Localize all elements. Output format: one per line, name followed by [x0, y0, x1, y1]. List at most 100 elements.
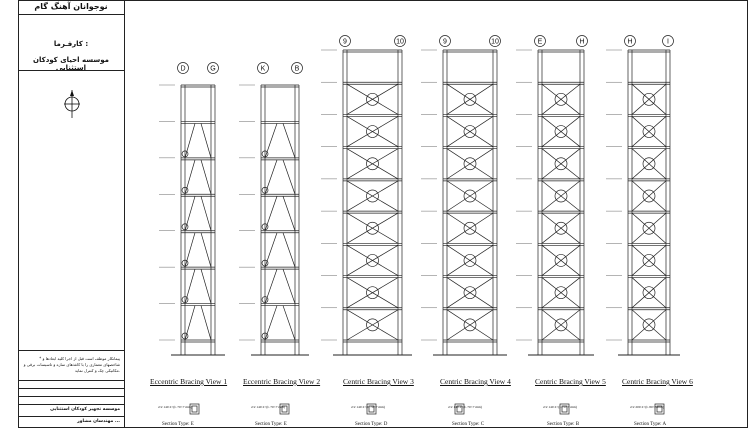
centric-brace	[346, 116, 399, 147]
axis-left-label: D	[180, 66, 185, 73]
centric-brace	[446, 116, 494, 147]
client-divider	[18, 70, 124, 71]
centric-brace	[346, 212, 399, 244]
eccentric-brace	[282, 269, 296, 304]
connection-detail	[181, 259, 189, 267]
axis-right-label: I	[667, 39, 669, 46]
section-box	[654, 403, 665, 415]
axis-left-label: 9	[443, 39, 447, 46]
eccentric-brace	[200, 196, 212, 231]
client-name: موسسه احیای کودکان استثنایی	[33, 56, 109, 72]
section-box-inner	[191, 405, 198, 413]
connection-detail	[261, 332, 269, 340]
centric-brace	[346, 309, 399, 341]
section-box-inner	[456, 405, 463, 413]
section-dimensions: 2/2 140 2×(L 70×7 mm)	[543, 405, 577, 409]
gusset-detail	[554, 157, 568, 171]
connection-detail	[261, 296, 269, 303]
centric-brace	[631, 148, 667, 180]
gusset-detail	[642, 189, 656, 203]
centric-brace	[541, 83, 581, 115]
gusset-detail	[554, 286, 568, 300]
section-box	[279, 403, 290, 415]
contractor-note: * پیمانکار موظف است قبل از اجرا کلیه ابع…	[23, 356, 120, 373]
centric-brace	[346, 180, 399, 212]
axis-left-bubble	[257, 62, 269, 74]
gusset-detail	[463, 318, 477, 332]
centric-brace	[631, 180, 667, 212]
axis-left-bubble	[624, 35, 636, 47]
connection-detail	[261, 223, 269, 231]
gusset-detail	[463, 221, 477, 235]
eccentric-brace	[282, 159, 296, 195]
centric-brace	[446, 277, 494, 309]
axis-left-bubble	[534, 35, 546, 47]
axis-right-bubble	[394, 35, 406, 47]
axis-right-bubble	[207, 62, 219, 74]
axis-right-bubble	[662, 35, 674, 47]
eccentric-brace	[184, 232, 196, 268]
axis-right-bubble	[489, 35, 501, 47]
view-caption: Eccentric Bracing View 2	[243, 377, 321, 386]
axis-left-bubble	[439, 35, 451, 47]
title-divider	[18, 14, 124, 15]
gusset-detail	[366, 221, 379, 235]
gusset-detail	[366, 318, 379, 332]
connection-detail	[181, 186, 189, 194]
gusset-detail	[463, 286, 477, 300]
gusset-detail	[642, 286, 656, 300]
eccentric-brace	[200, 159, 212, 195]
section-dimensions: 2/2 140 2×(L 70×7 mm)	[351, 405, 385, 409]
centric-brace	[346, 148, 399, 180]
project-title: نوجوانان آهنگ گام	[34, 2, 108, 11]
gusset-detail	[554, 125, 568, 138]
centric-brace	[446, 148, 494, 180]
table-divider-4	[18, 404, 124, 405]
section-box-inner	[368, 405, 375, 413]
connection-detail	[181, 150, 189, 158]
gusset-detail	[366, 189, 379, 203]
section-box-inner	[561, 405, 568, 413]
view-caption: Centric Bracing View 5	[535, 377, 606, 386]
centric-brace	[631, 83, 667, 115]
gusset-detail	[642, 157, 656, 171]
eccentric-brace	[184, 123, 196, 158]
eccentric-brace	[282, 123, 296, 158]
gusset-detail	[642, 92, 656, 106]
axis-left-label: E	[538, 39, 543, 46]
section-box-inner	[656, 405, 663, 413]
eccentric-brace	[264, 123, 278, 158]
axis-left-bubble	[177, 62, 189, 74]
eccentric-brace	[282, 196, 296, 231]
sheet-border	[18, 0, 748, 428]
section-type-label: Section Type: B	[547, 422, 580, 427]
eccentric-brace	[200, 123, 212, 158]
axis-right-bubble	[576, 35, 588, 47]
section-box-inner	[281, 405, 288, 413]
centric-brace	[446, 83, 494, 115]
gusset-detail	[463, 254, 477, 267]
gusset-detail	[463, 157, 477, 171]
axis-right-label: 10	[396, 39, 404, 46]
centric-brace	[346, 245, 399, 276]
centric-brace	[631, 245, 667, 276]
connection-detail	[181, 296, 189, 303]
eccentric-brace	[184, 269, 196, 304]
centric-brace	[541, 116, 581, 147]
section-box	[189, 403, 200, 415]
section-type-label: Section Type: C	[452, 422, 485, 427]
eccentric-brace	[200, 232, 212, 268]
axis-left-bubble	[339, 35, 351, 47]
table-divider-2	[18, 388, 124, 389]
eccentric-brace	[184, 305, 196, 341]
centric-brace	[541, 245, 581, 276]
gusset-detail	[554, 318, 568, 332]
view-caption: Centric Bracing View 4	[440, 377, 511, 386]
section-type-label: Section Type: D	[355, 422, 388, 427]
section-type-label: Section Type: E	[255, 422, 287, 427]
centric-brace	[346, 83, 399, 115]
view-caption: Centric Bracing View 3	[343, 377, 414, 386]
gusset-detail	[366, 286, 379, 300]
section-type-label: Section Type: A	[634, 422, 667, 427]
